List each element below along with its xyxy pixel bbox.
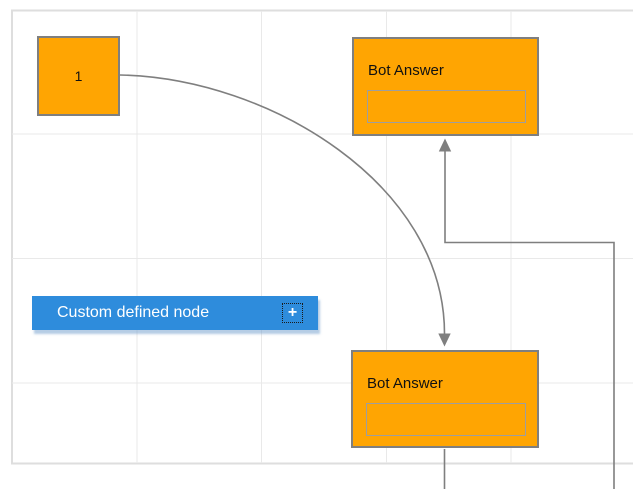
node-title: Bot Answer: [368, 62, 444, 79]
connector-curve[interactable]: [119, 74, 451, 347]
node-bot-answer-bottom[interactable]: Bot Answer: [351, 350, 539, 448]
node-custom-defined[interactable]: Custom defined node +: [32, 296, 318, 330]
node-start-square[interactable]: 1: [37, 36, 120, 116]
node-bot-answer-top[interactable]: Bot Answer: [352, 37, 539, 136]
canvas-border: [11, 9, 633, 465]
arrowhead-down-icon: [438, 333, 451, 347]
node-start-label: 1: [74, 68, 83, 84]
bot-answer-text-field[interactable]: [366, 403, 526, 436]
bot-answer-text-field[interactable]: [367, 90, 526, 123]
custom-node-label: Custom defined node: [57, 304, 210, 321]
arrowhead-up-icon: [438, 138, 452, 152]
node-title: Bot Answer: [367, 375, 443, 392]
connector-orthogonal[interactable]: [438, 138, 615, 489]
plus-icon[interactable]: +: [282, 303, 303, 323]
